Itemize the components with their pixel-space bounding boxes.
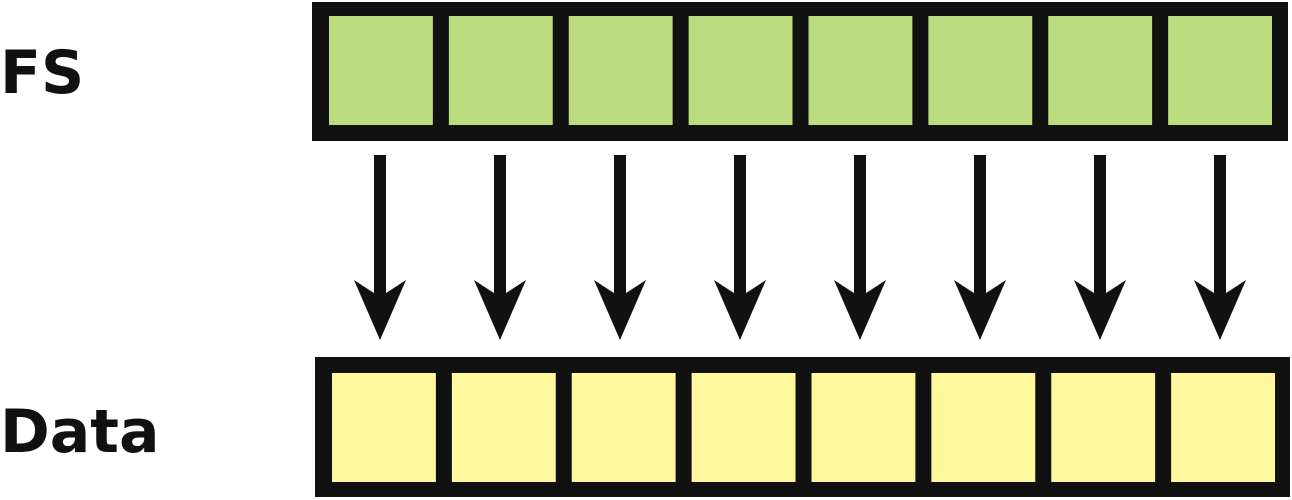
down-arrow-icon — [1194, 155, 1246, 340]
arrow-head — [474, 280, 526, 340]
data-cell-1 — [332, 373, 436, 482]
fs-cells — [329, 16, 1272, 125]
down-arrow-icon — [354, 155, 406, 340]
arrow-shaft — [974, 155, 986, 300]
data-cell-8 — [1171, 373, 1275, 482]
arrow-shaft — [614, 155, 626, 300]
arrow-shaft — [1214, 155, 1226, 300]
arrow-shaft — [494, 155, 506, 300]
fs-bar — [312, 2, 1288, 141]
down-arrow-icon — [594, 155, 646, 340]
fs-cell-3 — [568, 16, 673, 125]
data-cell-2 — [451, 373, 556, 482]
down-arrow-icon — [1074, 155, 1126, 340]
fs-cell-1 — [329, 16, 433, 125]
fs-cell-5 — [808, 16, 913, 125]
fs-cell-6 — [928, 16, 1033, 125]
data-row-label: Data — [0, 397, 159, 467]
arrow-head — [1074, 280, 1126, 340]
data-cells — [332, 373, 1275, 482]
down-arrow-icon — [834, 155, 886, 340]
data-cell-3 — [571, 373, 676, 482]
arrow-head — [594, 280, 646, 340]
data-cell-7 — [1051, 373, 1156, 482]
arrow-head — [834, 280, 886, 340]
arrows — [354, 155, 1246, 340]
arrow-head — [954, 280, 1006, 340]
arrow-head — [1194, 280, 1246, 340]
down-arrow-icon — [714, 155, 766, 340]
data-bar — [315, 357, 1290, 497]
fs-cell-7 — [1048, 16, 1153, 125]
down-arrow-icon — [474, 155, 526, 340]
data-cell-5 — [811, 373, 916, 482]
data-cell-4 — [691, 373, 796, 482]
data-cell-6 — [931, 373, 1036, 482]
arrow-head — [354, 280, 406, 340]
down-arrow-icon — [954, 155, 1006, 340]
fs-cell-8 — [1168, 16, 1272, 125]
fs-cell-4 — [688, 16, 793, 125]
arrow-head — [714, 280, 766, 340]
fs-cell-2 — [448, 16, 553, 125]
arrow-shaft — [374, 155, 386, 300]
arrow-shaft — [1094, 155, 1106, 300]
fs-row-label: FS — [0, 38, 84, 108]
arrow-shaft — [854, 155, 866, 300]
arrow-shaft — [734, 155, 746, 300]
